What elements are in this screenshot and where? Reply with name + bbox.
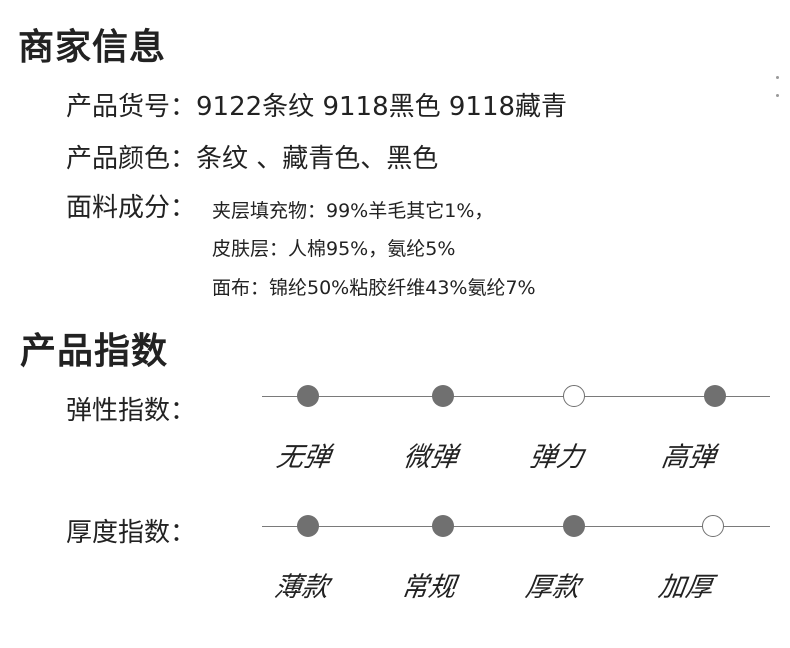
elasticity-dot [432,385,454,407]
elasticity-option: 弹力 [527,442,586,473]
item-no-label: 产品货号： [66,92,197,122]
thickness-label: 厚度指数： [66,518,197,548]
thickness-option: 厚款 [523,572,582,603]
color-label: 产品颜色： [66,144,197,174]
thickness-option: 薄款 [272,572,331,603]
item-no-value: 9122条纹 9118黑色 9118藏青 [196,92,568,122]
fabric-line-skin: 皮肤层：人棉95%，氨纶5% [212,238,456,260]
thickness-dot [563,515,585,537]
color-value: 条纹 、藏青色、黑色 [196,144,439,174]
elasticity-track [262,396,770,397]
elasticity-option: 高弹 [659,442,718,473]
fabric-line-filling: 夹层填充物：99%羊毛其它1%， [212,200,494,222]
elasticity-dot [704,385,726,407]
product-index-title: 产品指数 [20,331,169,372]
decorative-speck [776,76,779,79]
elasticity-label: 弹性指数： [66,396,197,426]
color-row: 产品颜色：条纹 、藏青色、黑色 [66,138,438,175]
thickness-track [262,526,770,527]
thickness-dot [432,515,454,537]
merchant-info-title: 商家信息 [18,27,167,68]
thickness-dot [702,515,724,537]
elasticity-dot [563,385,585,407]
decorative-speck [776,94,779,97]
elasticity-option: 无弹 [274,442,333,473]
item-no-row: 产品货号：9122条纹 9118黑色 9118藏青 [66,86,567,123]
thickness-option: 常规 [399,572,458,603]
thickness-option: 加厚 [656,572,715,603]
fabric-label: 面料成分： [66,193,197,223]
elasticity-dot [297,385,319,407]
thickness-dot [297,515,319,537]
fabric-line-outer: 面布：锦纶50%粘胶纤维43%氨纶7% [212,277,536,299]
elasticity-option: 微弹 [401,442,460,473]
